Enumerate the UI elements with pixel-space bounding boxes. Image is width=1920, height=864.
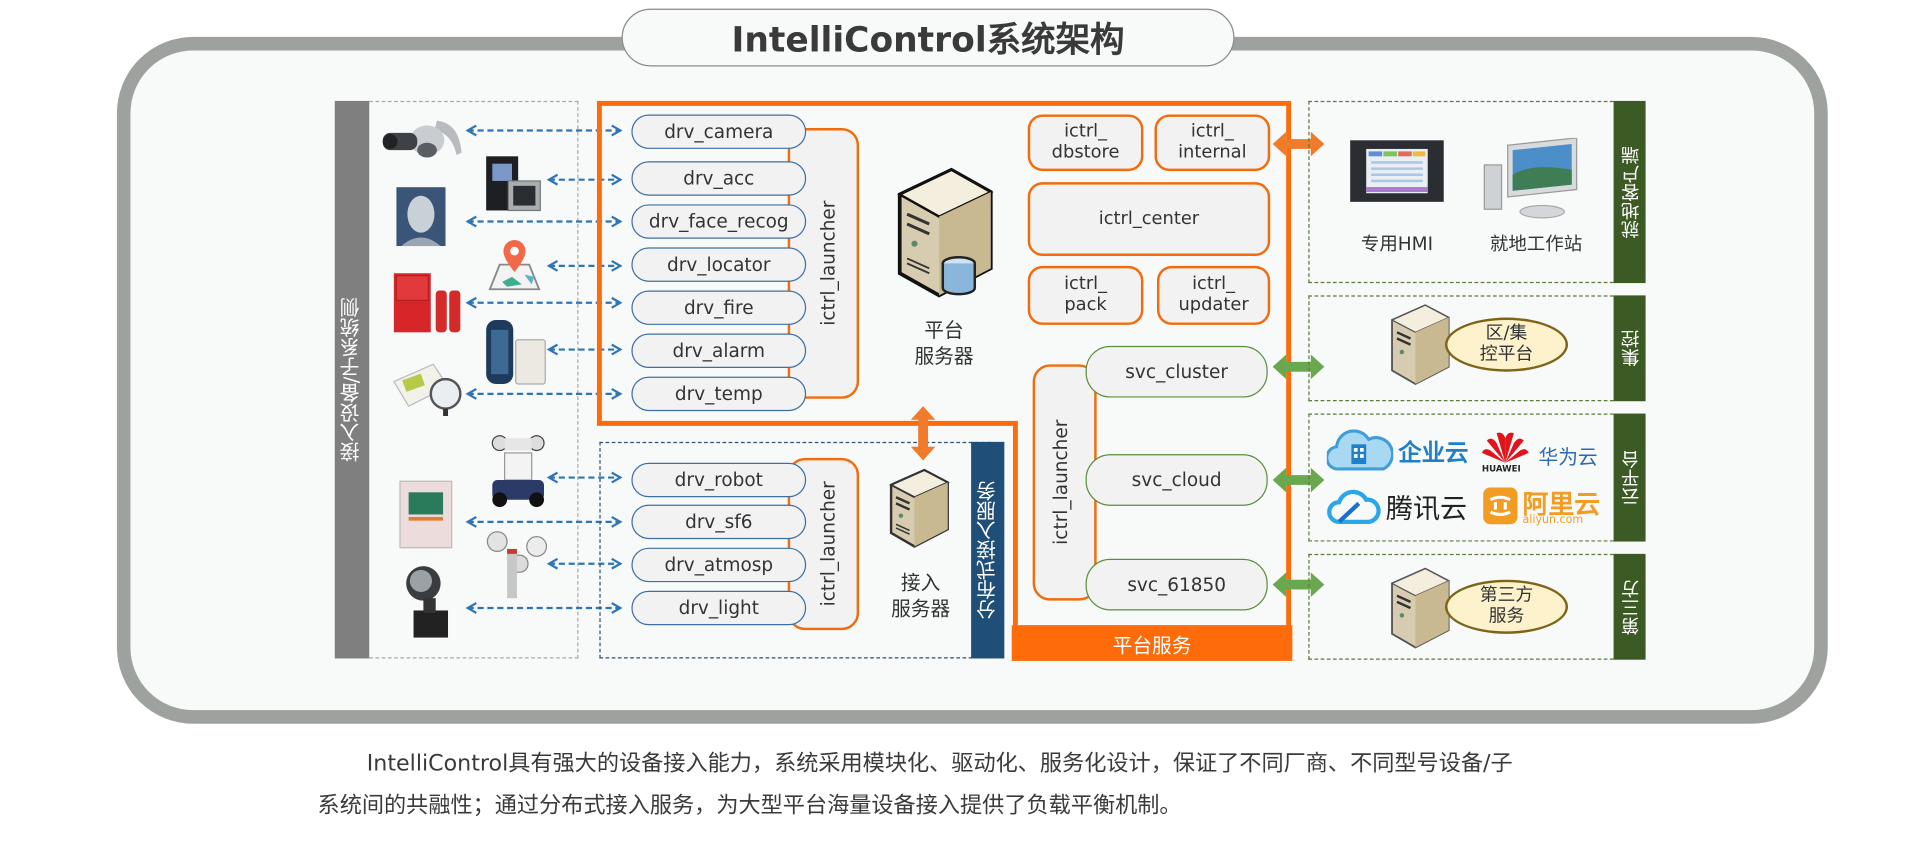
description-paragraph: IntelliControl具有强大的设备接入能力，系统采用模块化、驱动化、服务… — [318, 743, 1623, 827]
third-party-server-icon — [1390, 567, 1451, 649]
access-control-panel-icon — [486, 156, 541, 212]
central-control-bar: 集控 — [1613, 295, 1646, 402]
service-svc-cluster[interactable]: svc_cluster — [1085, 345, 1268, 398]
local-client-zone — [1308, 100, 1614, 284]
module-ictrl-updater[interactable]: ictrl_updater — [1156, 265, 1271, 325]
driver-drv-atmosp[interactable]: drv_atmosp — [631, 547, 807, 583]
aliyun-logo: 阿里云 aliyun.com — [1483, 485, 1606, 529]
regional-control-platform-ellipse: 区/集控平台 — [1444, 317, 1569, 372]
green-arrow-cloud — [1272, 467, 1325, 493]
enterprise-cloud-icon — [1326, 429, 1394, 471]
service-svc-cloud[interactable]: svc_cloud — [1085, 454, 1268, 506]
driver-drv-robot[interactable]: drv_robot — [631, 462, 807, 498]
driver-drv-light[interactable]: drv_light — [631, 590, 807, 626]
driver-drv-alarm[interactable]: drv_alarm — [631, 333, 807, 369]
enterprise-cloud-logo: 企业云 — [1326, 428, 1470, 472]
infrared-alarm-detector-icon — [486, 320, 546, 385]
map-location-pin-icon — [488, 240, 541, 291]
third-party-bar: 第三方 — [1613, 553, 1646, 660]
driver-drv-temp[interactable]: drv_temp — [631, 376, 807, 412]
workstation-monitor-icon[interactable] — [1483, 137, 1581, 219]
description-line-1: IntelliControl具有强大的设备接入能力，系统采用模块化、驱动化、服务… — [366, 750, 1513, 777]
orange-vertical-arrow — [910, 406, 936, 461]
hmi-label: 专用HMI — [1360, 232, 1434, 255]
driver-drv-locator[interactable]: drv_locator — [631, 247, 807, 282]
central-server-icon — [1390, 304, 1451, 386]
platform-server-icon — [897, 167, 994, 298]
module-ictrl-dbstore[interactable]: ictrl_dbstore — [1027, 114, 1144, 172]
access-server-label: 接入 服务器 — [891, 571, 951, 621]
huawei-logo-icon — [1481, 432, 1529, 463]
ptz-camera-icon — [382, 120, 462, 158]
local-client-bar: 就地客户端 — [1613, 100, 1646, 284]
third-party-service-ellipse: 第三方服务 — [1444, 579, 1569, 634]
diagram-title: IntelliControl系统架构 — [621, 8, 1235, 67]
green-arrow-cluster — [1272, 354, 1325, 380]
access-server-icon — [888, 468, 950, 548]
service-svc-61850[interactable]: svc_61850 — [1085, 558, 1268, 611]
module-ictrl-pack[interactable]: ictrl_pack — [1027, 265, 1144, 325]
driver-drv-face-recog[interactable]: drv_face_recog — [631, 204, 807, 239]
module-ictrl-internal[interactable]: ictrl_internal — [1154, 114, 1271, 172]
workstation-label: 就地工作站 — [1489, 232, 1583, 255]
hmi-panel-icon[interactable] — [1349, 139, 1445, 203]
inspection-robot-icon — [491, 435, 545, 508]
tencent-cloud-icon — [1327, 489, 1381, 525]
driver-drv-sf6[interactable]: drv_sf6 — [631, 504, 807, 540]
driver-drv-camera[interactable]: drv_camera — [631, 114, 807, 149]
fire-extinguisher-cabinet-icon — [393, 273, 461, 333]
platform-server-label: 平台 服务器 — [914, 318, 974, 368]
driver-drv-acc[interactable]: drv_acc — [631, 161, 807, 196]
anemometer-icon — [486, 531, 548, 599]
central-control-zone — [1308, 295, 1614, 402]
platform-services-label: 平台服务 — [1011, 625, 1293, 661]
temperature-gauge-icon — [392, 363, 462, 417]
cloud-platform-bar: 云平台 — [1613, 413, 1646, 542]
orange-horizontal-arrow — [1272, 131, 1325, 157]
driver-drv-fire[interactable]: drv_fire — [631, 290, 807, 325]
third-party-zone — [1308, 553, 1614, 660]
device-zone — [369, 100, 579, 659]
face-recognition-icon — [396, 187, 446, 247]
module-ictrl-center[interactable]: ictrl_center — [1027, 182, 1271, 257]
searchlight-icon — [406, 566, 449, 638]
description-line-2: 系统间的共融性；通过分布式接入服务，为大型平台海量设备接入提供了负载平衡机制。 — [317, 792, 1182, 819]
green-arrow-61850 — [1272, 572, 1325, 597]
aliyun-logo-icon — [1483, 487, 1518, 525]
sf6-monitor-panel-icon — [399, 480, 453, 549]
tencent-cloud-logo: 腾讯云 — [1327, 485, 1470, 529]
cloud-platform-zone — [1308, 413, 1614, 542]
distributed-access-bar: 分布式接入服务 — [971, 441, 1005, 659]
huawei-cloud-logo: HUAWEI 华为云 — [1479, 428, 1602, 477]
device-side-bar: 接入设备/子系统侧 — [334, 100, 370, 659]
